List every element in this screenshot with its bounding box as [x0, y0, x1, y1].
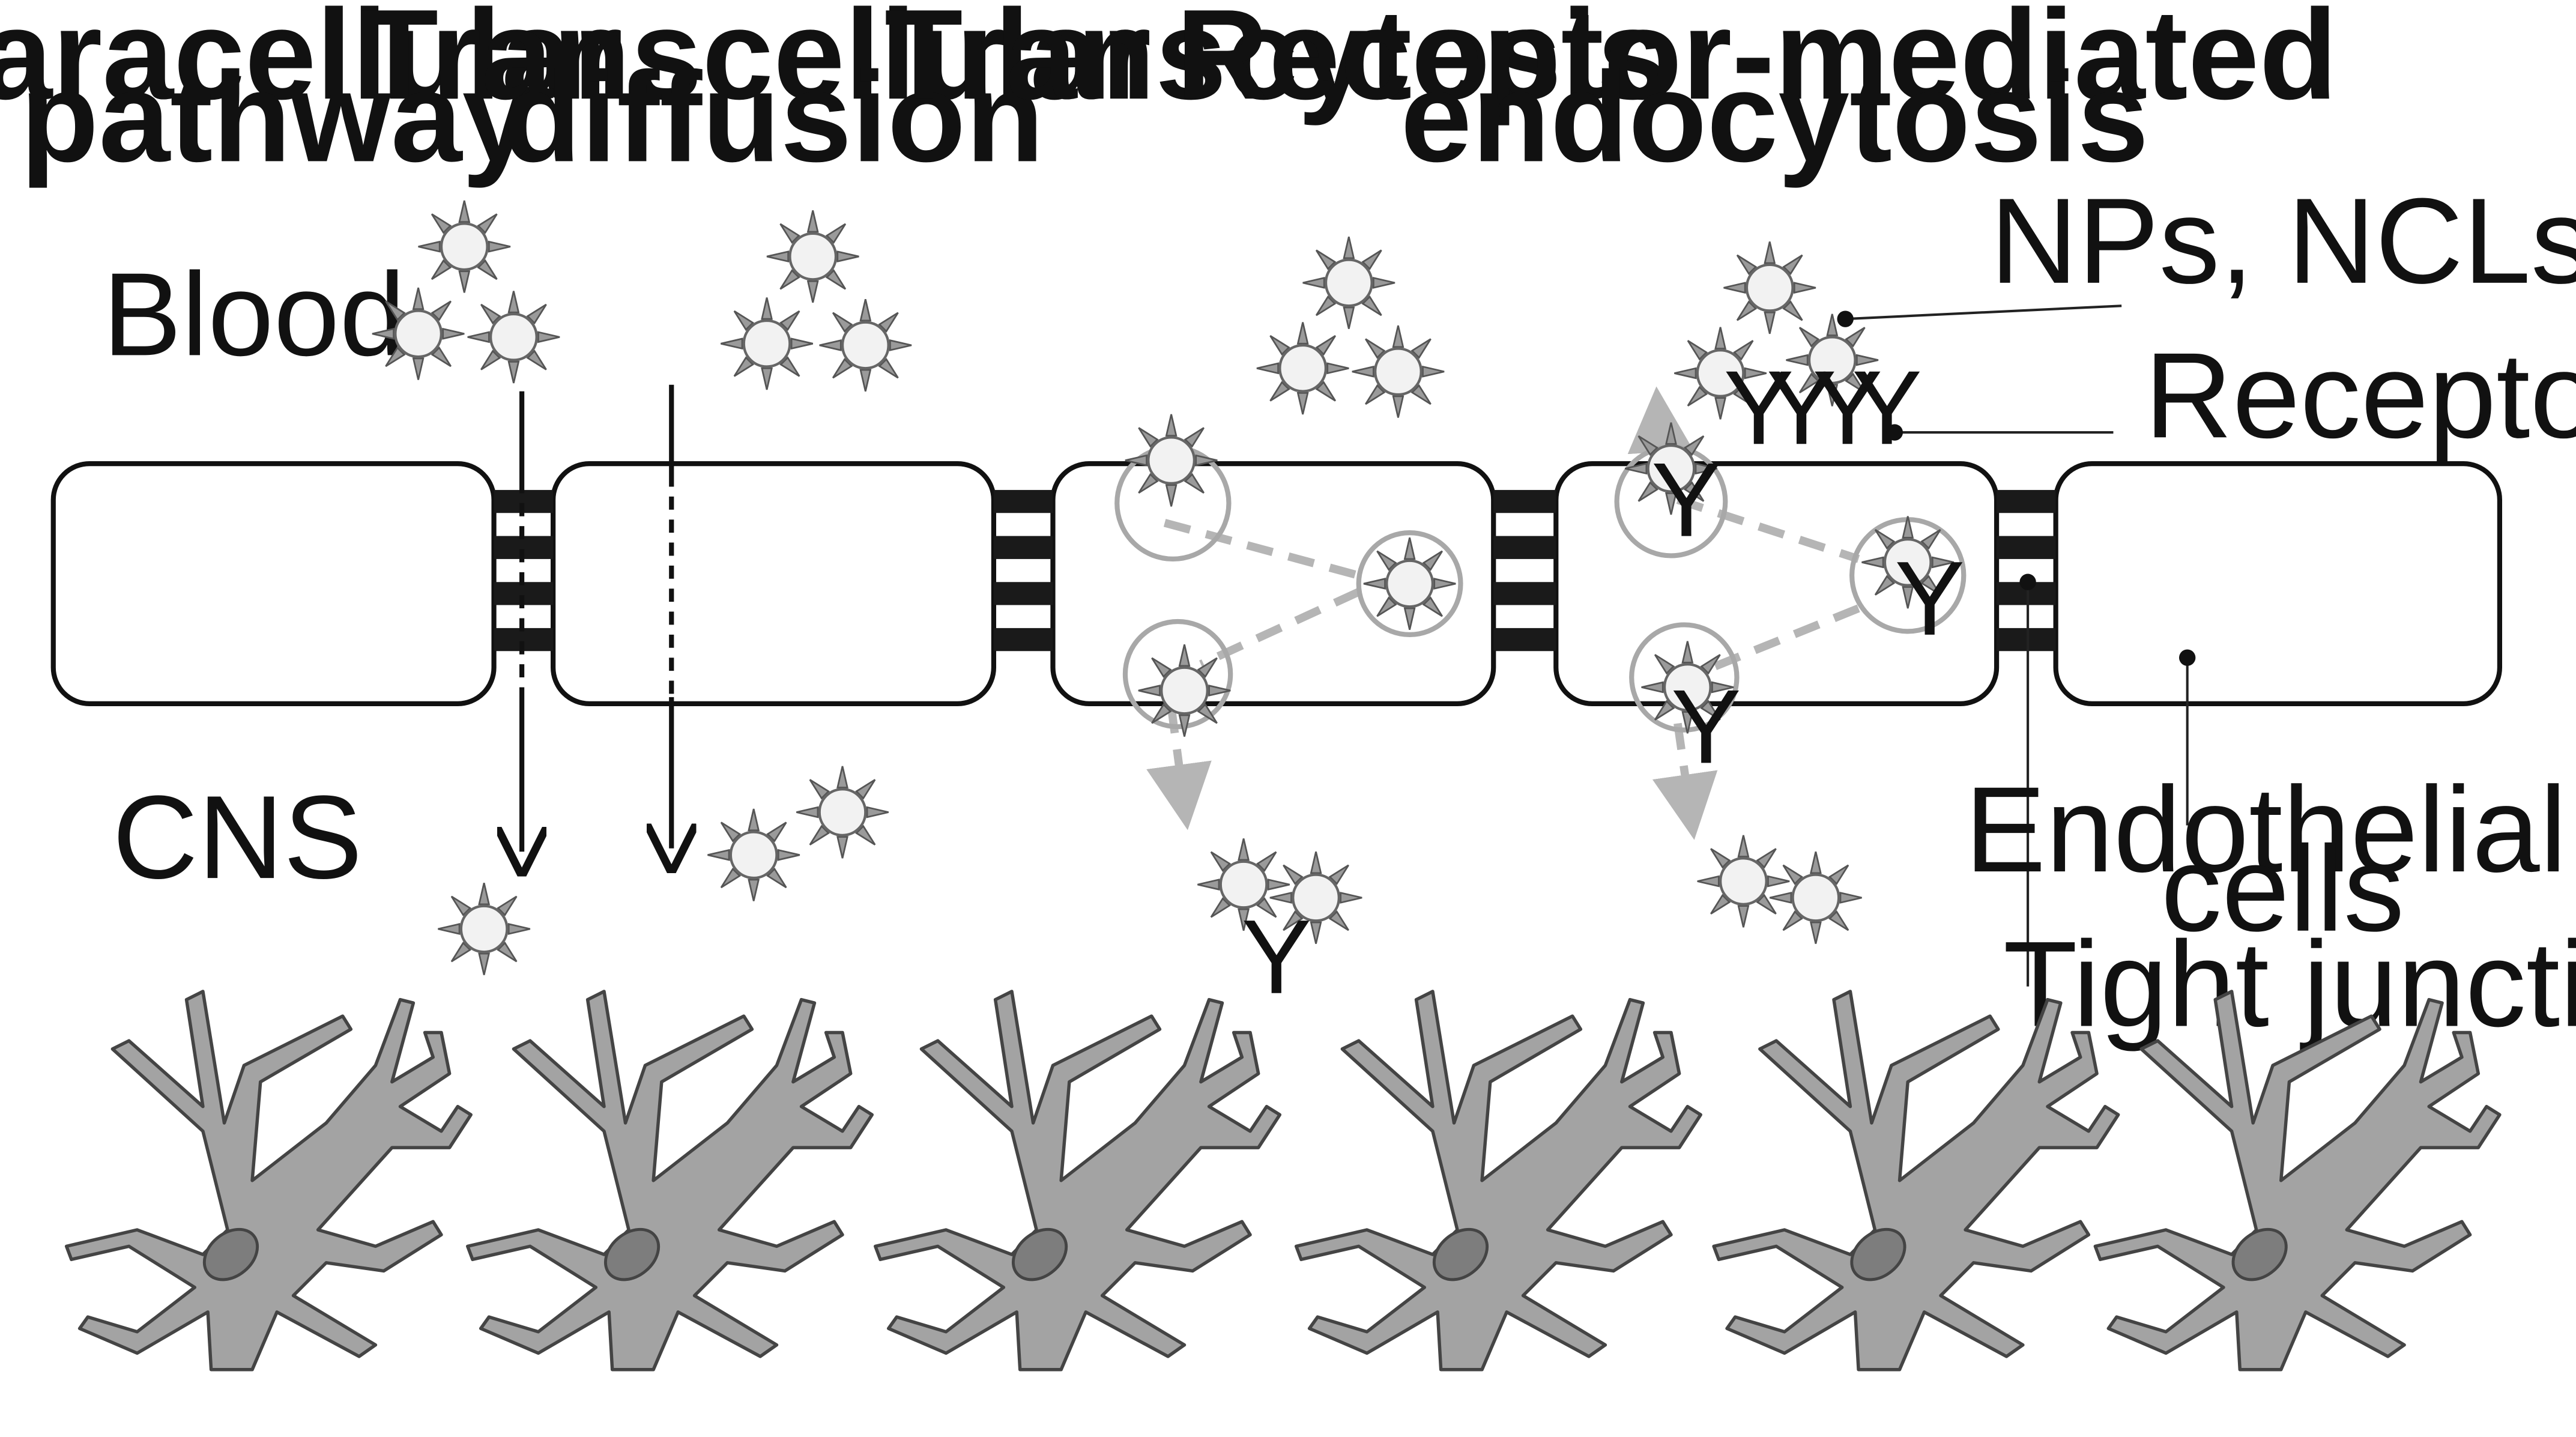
title-paracellular-line1: Paracellular — [0, 0, 623, 126]
endothelial-cell-1 — [50, 461, 497, 706]
endothelial-cell-layer — [50, 461, 2503, 706]
callout-nps-label: NPs, NCLs, or liposomes — [1990, 173, 2576, 309]
callout-endothelial-line2: cells — [2161, 821, 2404, 957]
title-paracellular: Paracellular pathway — [0, 0, 658, 189]
receptor-y-vesicle-exit: Y — [1671, 668, 1741, 785]
vesicle-exit — [1122, 619, 1233, 730]
callout-endothelial-label: Endothelial cells — [1965, 761, 2576, 957]
title-receptor-line1: Receptor-mediated — [1176, 0, 2338, 126]
region-blood-label: Blood — [103, 248, 405, 380]
callout-tight-junction-label: Tight junction — [2003, 916, 2576, 1052]
callout-leaders — [1837, 304, 2196, 987]
receptor-symbol-transcytosis-cns: Y — [1241, 898, 1311, 1016]
neuron-3 — [875, 991, 1280, 1370]
receptor-y-1: Y — [1724, 349, 1794, 467]
nanoparticle-cluster-transcellular — [721, 210, 912, 391]
endothelial-cell-2 — [551, 461, 997, 706]
receptor-symbols: Y Y Y Y Y Y Y — [1651, 349, 1965, 785]
region-cns-label: CNS — [112, 771, 362, 903]
neuron-4 — [1296, 991, 1701, 1370]
tight-junction-2 — [993, 489, 1053, 652]
receptor-y-2: Y — [1767, 349, 1837, 467]
title-receptor-mediated: Receptor-mediated endocytosis — [1176, 0, 2374, 189]
neuron-1 — [67, 991, 471, 1370]
neuron-2 — [468, 991, 872, 1370]
receptor-vesicle-exit — [1629, 622, 1740, 733]
nanoparticle-cns-receptor — [1698, 835, 1862, 944]
endothelial-cell-5 — [2053, 461, 2503, 706]
transcytosis-vesicles — [1114, 414, 1463, 737]
callout-endothelial-line1: Endothelial — [1965, 761, 2567, 897]
callout-receptors-label: Receptors — [2144, 327, 2576, 463]
nanoparticle-cluster-transcytosis — [1257, 237, 1444, 417]
title-receptor-line2: endocytosis — [1400, 46, 2148, 189]
receptor-y-3: Y — [1812, 349, 1882, 467]
receptor-y-vesicle-entry: Y — [1651, 441, 1722, 559]
receptor-y-vesicle-middle: Y — [1894, 540, 1965, 658]
nanoparticle-cns-paracellular — [438, 883, 530, 975]
title-transcytosis-line1: Transcytosis — [884, 0, 1669, 126]
receptor-vesicles — [1614, 423, 1967, 733]
title-transcellular-line2: diffusion — [503, 46, 1044, 189]
title-transcellular-line1: Transcellular — [360, 0, 1152, 126]
title-transcellular: Transcellular diffusion — [360, 0, 1187, 189]
tight-junction-3 — [1493, 489, 1556, 652]
nanoparticle-cns-transcellular — [707, 766, 888, 901]
receptor-y-4: Y — [1852, 349, 1922, 467]
vesicle-middle — [1356, 530, 1463, 637]
title-transcytosis: Transcytosis — [884, 0, 1669, 126]
title-paracellular-line2: pathway — [20, 46, 533, 189]
tight-junction-4 — [1997, 489, 2056, 652]
